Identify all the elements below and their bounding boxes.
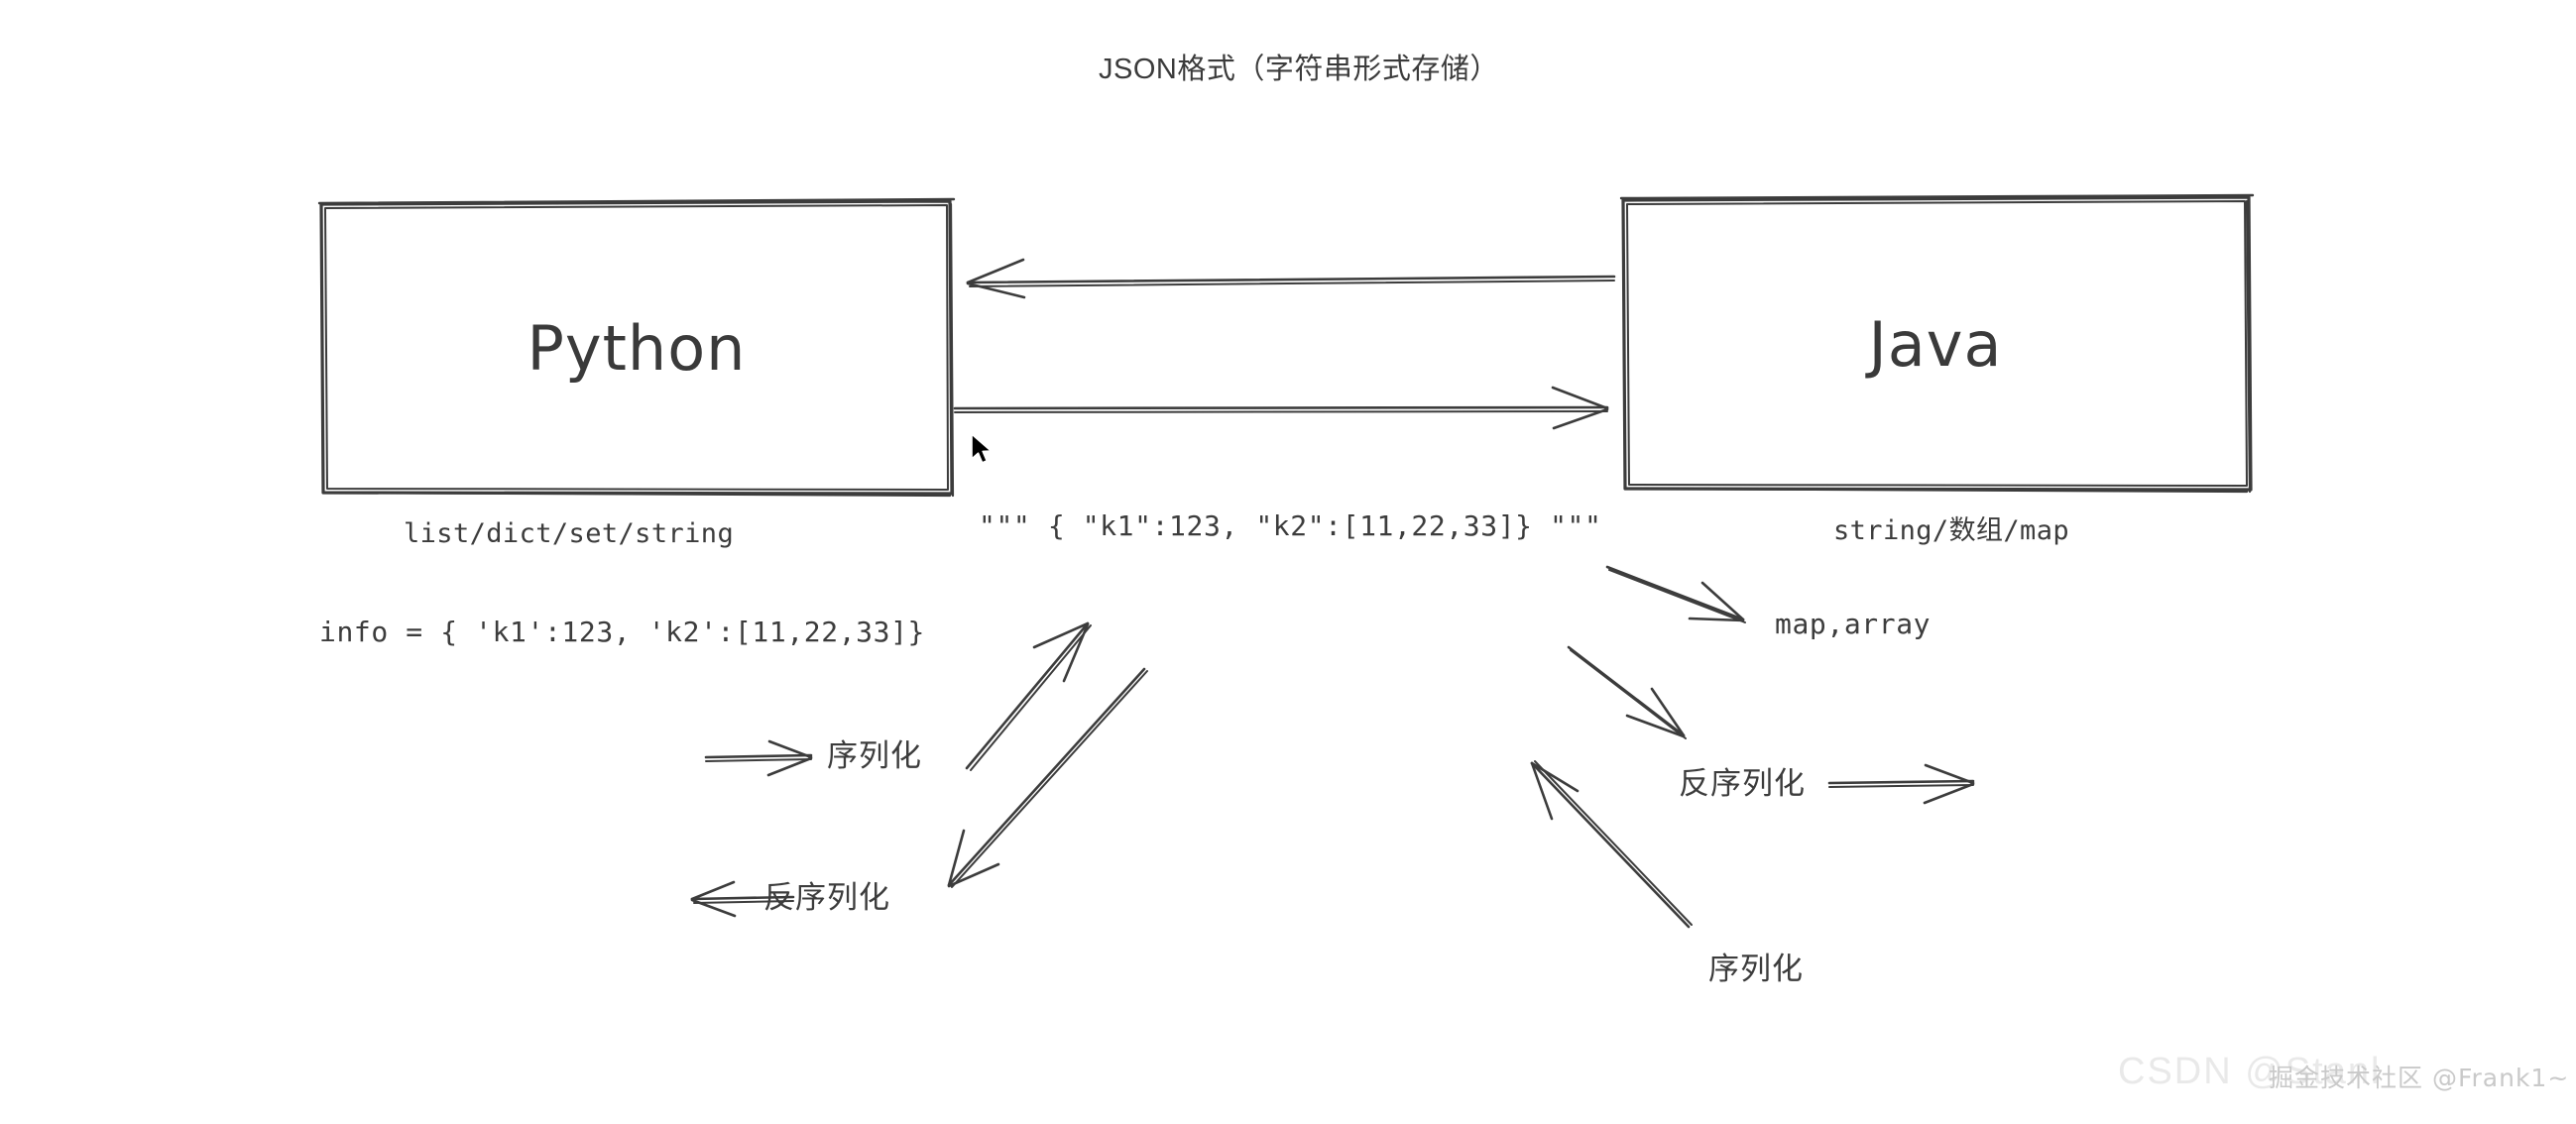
java-example-code: map,array (1775, 608, 1932, 640)
node-python-label: Python (527, 311, 747, 385)
arrow-left-down-left (947, 667, 1148, 888)
arrow-right-down-right-1 (1605, 565, 1746, 623)
arrow-right-down-right-2 (1567, 645, 1687, 739)
node-java[interactable]: Java (1620, 197, 2251, 492)
legend-arrow-deserialize-right (1827, 763, 1975, 805)
arrow-right-up-left (1530, 760, 1693, 929)
node-python-sublabel: list/dict/set/string (404, 518, 735, 549)
arrow-left-up-right (965, 621, 1092, 771)
label-serialize-right: 序列化 (1708, 952, 1804, 987)
legend-arrow-serialize-left (704, 739, 813, 777)
node-java-sublabel: string/数组/map (1833, 515, 2070, 546)
label-serialize-left: 序列化 (827, 738, 922, 774)
label-deserialize-right: 反序列化 (1679, 766, 1806, 802)
json-string-literal: """ { "k1":123, "k2":[11,22,33]} """ (979, 509, 1602, 542)
node-java-label: Java (1868, 308, 2003, 381)
python-example-code: info = { 'k1':123, 'k2':[11,22,33]} (319, 616, 926, 648)
page-title: JSON格式（字符串形式存储） (1099, 54, 1499, 85)
mouse-pointer-icon (971, 433, 993, 464)
watermark-author: 掘金技术社区 @Frank1~ (2269, 1064, 2570, 1092)
arrow-python-to-java (953, 386, 1609, 430)
arrow-java-to-python (966, 258, 1616, 299)
watermark-csdn: CSDN @Stanl (2118, 1051, 2382, 1092)
label-deserialize-left: 反序列化 (763, 880, 890, 916)
node-python[interactable]: Python (319, 201, 954, 495)
